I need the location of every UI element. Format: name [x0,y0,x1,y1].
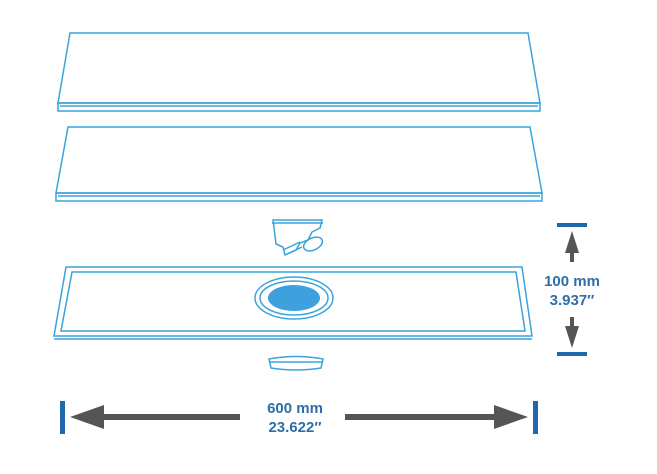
width-left-bar [60,401,65,434]
height-top-bar [557,223,587,227]
width-right-bar [533,401,538,434]
drain-channel-body [53,266,533,340]
bottom-seal-cap [268,355,324,371]
up-arrow-icon [565,231,579,262]
drain-flange [254,276,334,320]
drain-hole [268,285,320,311]
height-bottom-bar [557,352,587,356]
tile-insert-panel [55,126,543,202]
height-in-text: 3.937″ [549,292,595,309]
width-dimension [60,401,538,434]
width-label: 600 mm 23.622″ [250,399,340,437]
down-arrow-icon [565,317,579,348]
height-dimension [557,223,587,356]
height-label: 100 mm 3.937″ [530,272,614,310]
right-arrow-icon [345,405,528,429]
height-mm-text: 100 mm [544,273,600,290]
width-mm-text: 600 mm [267,400,323,417]
left-arrow-icon [70,405,240,429]
width-in-text: 23.622″ [268,419,322,436]
top-grate-panel [57,32,541,112]
drain-outlet-fitting [272,219,324,257]
